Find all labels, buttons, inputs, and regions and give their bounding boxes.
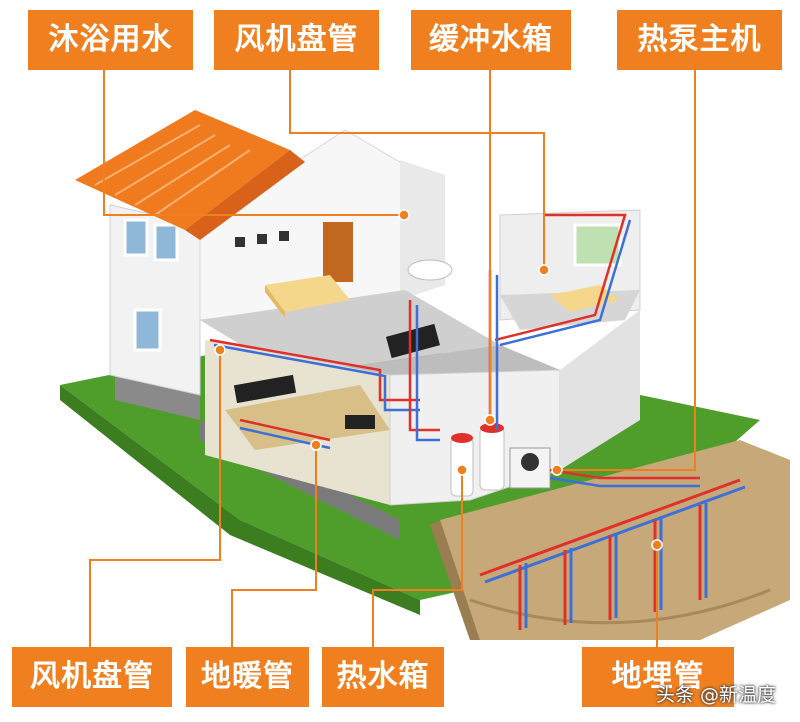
heating-pipes bbox=[209, 213, 700, 488]
label-bath-water: 沐浴用水 bbox=[28, 10, 193, 70]
label-fan-coil-top: 风机盘管 bbox=[214, 10, 379, 70]
utility-room bbox=[389, 310, 640, 506]
label-ground-loop-pipe: 地埋管 bbox=[582, 647, 734, 707]
label-fan-coil-bottom: 风机盘管 bbox=[12, 647, 172, 707]
label-buffer-tank: 缓冲水箱 bbox=[411, 10, 571, 70]
label-heat-pump-unit: 热泵主机 bbox=[617, 10, 782, 70]
leader-lines bbox=[89, 70, 696, 647]
leader-dots bbox=[214, 209, 663, 551]
label-hot-water-tank: 热水箱 bbox=[322, 647, 444, 707]
right-room bbox=[499, 209, 641, 330]
roof bbox=[75, 110, 305, 240]
ground-loop-pipes bbox=[479, 478, 746, 630]
label-floor-heating-pipe: 地暖管 bbox=[186, 647, 309, 707]
watermark: 头条 @新温度 bbox=[656, 684, 777, 706]
house-walls bbox=[109, 129, 445, 396]
